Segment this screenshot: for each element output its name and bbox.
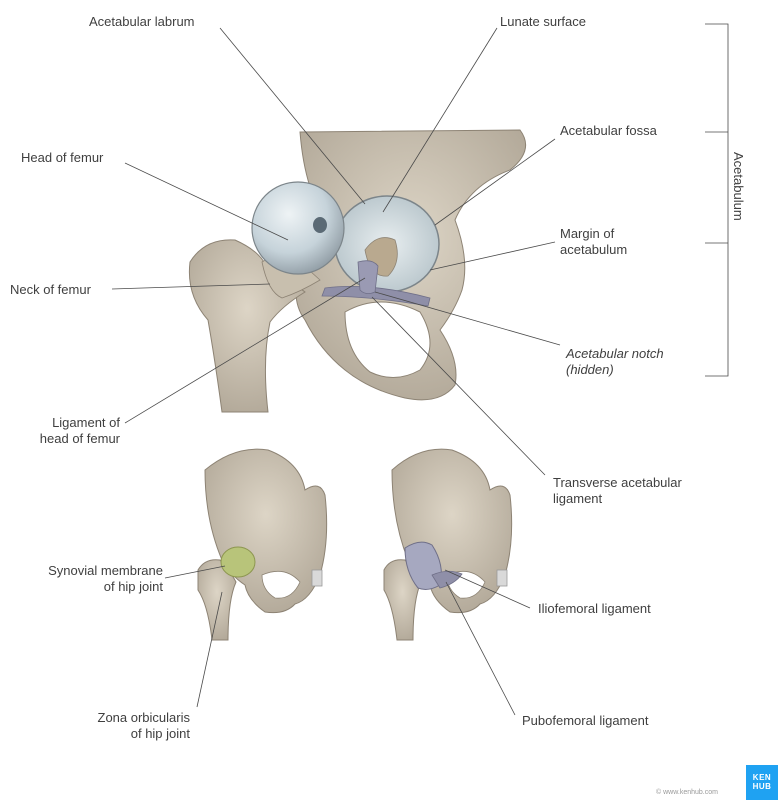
label-pubofemoral: Pubofemoral ligament [522, 712, 648, 729]
synovial-membrane-shape [221, 547, 255, 577]
label-synovial-line2: of hip joint [104, 578, 163, 595]
label-acetabulum-wrapper: Acetabulum [724, 152, 764, 242]
label-lunate-surface: Lunate surface [500, 13, 586, 30]
logo-line1: KEN [746, 773, 778, 782]
label-acetabular-labrum: Acetabular labrum [89, 13, 195, 30]
label-margin-line2: acetabulum [560, 241, 627, 258]
label-transverse-line2: ligament [553, 490, 602, 507]
label-synovial-line1: Synovial membrane [48, 562, 163, 579]
label-zona-line2: of hip joint [131, 725, 190, 742]
label-acetabular-notch-line1: Acetabular notch [566, 345, 664, 362]
leader-acetabular-labrum [220, 28, 365, 204]
pubic-symphysis-right [497, 570, 507, 586]
label-transverse-line1: Transverse acetabular [553, 474, 682, 491]
femoral-head [252, 182, 344, 274]
label-acetabular-notch-line2: (hidden) [566, 361, 614, 378]
copyright-text: © www.kenhub.com [656, 789, 718, 796]
label-iliofemoral: Iliofemoral ligament [538, 600, 651, 617]
label-acetabulum: Acetabulum [731, 152, 746, 221]
pubic-symphysis-left [312, 570, 322, 586]
logo-line2: HUB [746, 782, 778, 791]
label-margin-line1: Margin of [560, 225, 614, 242]
label-acetabular-fossa: Acetabular fossa [560, 122, 657, 139]
label-zona-line1: Zona orbicularis [98, 709, 191, 726]
label-head-of-femur: Head of femur [21, 149, 103, 166]
label-ligament-of-head-line2: head of femur [40, 430, 120, 447]
ligament-of-head-shape [358, 261, 378, 294]
fovea [313, 217, 327, 233]
kenhub-logo: KEN HUB [746, 765, 778, 800]
label-neck-of-femur: Neck of femur [10, 281, 91, 298]
label-ligament-of-head-line1: Ligament of [52, 414, 120, 431]
